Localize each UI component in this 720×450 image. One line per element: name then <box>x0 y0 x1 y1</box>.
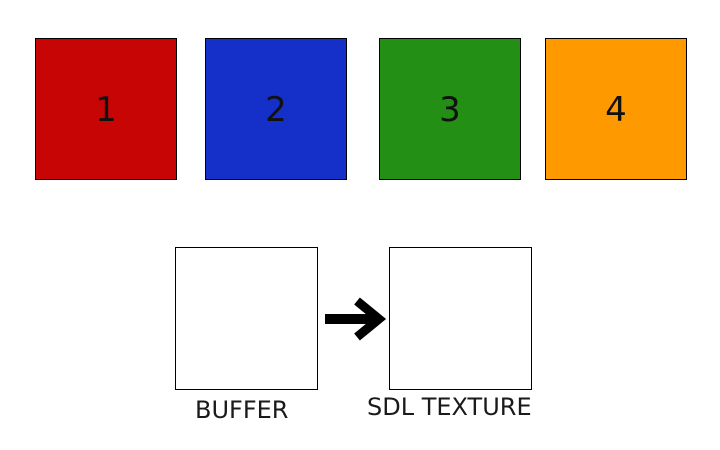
tile-4-label: 4 <box>605 90 627 130</box>
sdl-texture-box <box>389 247 532 390</box>
sdl-texture-label: SDL TEXTURE <box>367 393 532 421</box>
tile-1: 1 <box>35 38 177 180</box>
tile-4: 4 <box>545 38 687 180</box>
right-arrow-icon <box>325 297 387 341</box>
tile-1-label: 1 <box>95 90 117 130</box>
tile-2: 2 <box>205 38 347 180</box>
tile-2-label: 2 <box>265 90 287 130</box>
tile-3: 3 <box>379 38 521 180</box>
buffer-box <box>175 247 318 390</box>
tile-3-label: 3 <box>439 90 461 130</box>
buffer-label: BUFFER <box>195 396 289 424</box>
